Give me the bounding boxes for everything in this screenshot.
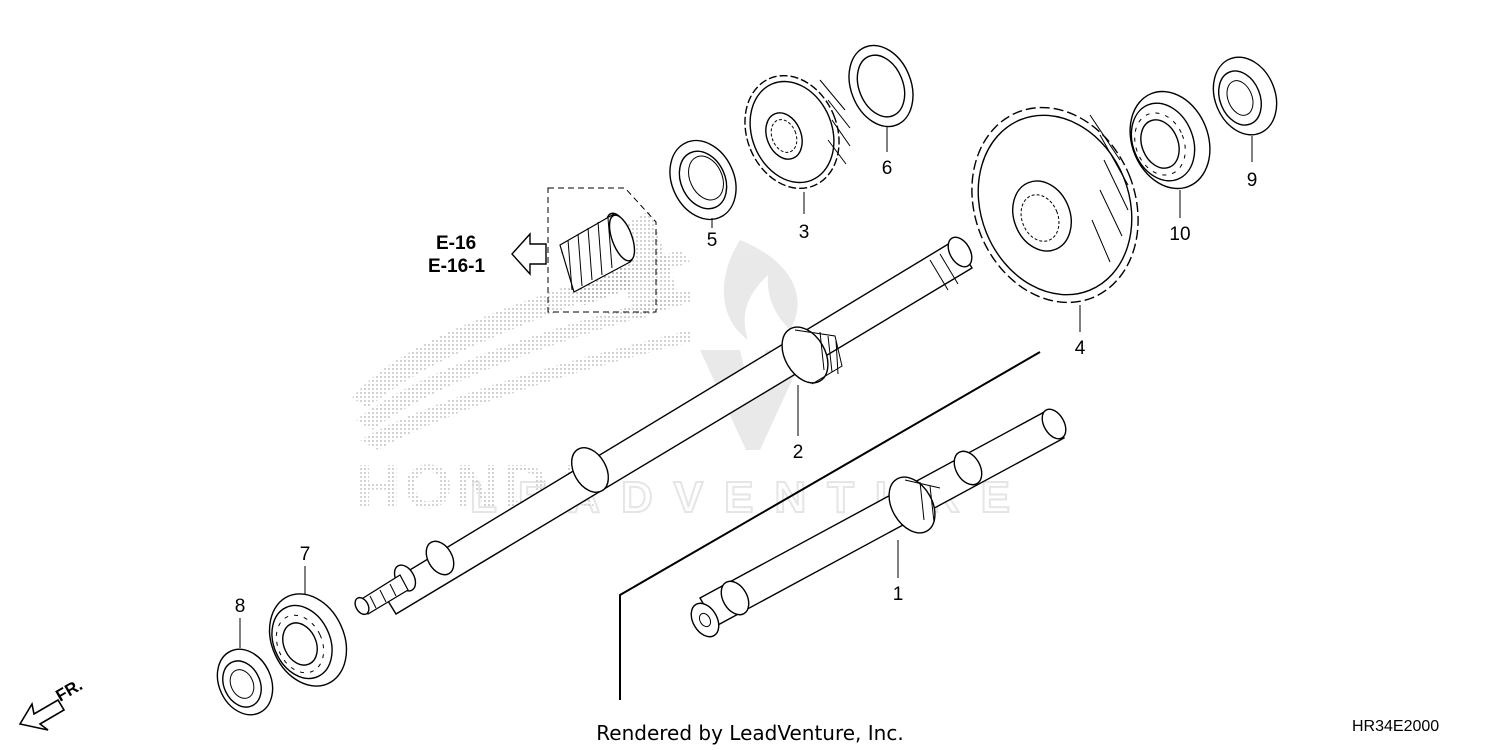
part-7-bearing (268, 593, 348, 687)
reference-label-2[interactable]: E-16-1 (428, 256, 485, 277)
part-6-washer (848, 44, 914, 128)
part-2-shaft (354, 236, 973, 616)
callout-6[interactable]: 6 (882, 158, 893, 179)
callout-3[interactable]: 3 (799, 222, 810, 243)
callout-5[interactable]: 5 (707, 230, 718, 251)
part-9-seal (1212, 56, 1278, 136)
callout-1[interactable]: 1 (893, 584, 904, 605)
callout-7[interactable]: 7 (300, 544, 311, 565)
part-5-seal (669, 139, 737, 221)
part-8-seal (216, 648, 274, 716)
callout-4[interactable]: 4 (1075, 338, 1086, 359)
callout-2[interactable]: 2 (793, 442, 804, 463)
part-10-bearing (1129, 90, 1211, 190)
option-bracket-line (619, 351, 1041, 700)
callout-10[interactable]: 10 (1169, 224, 1190, 245)
reference-arrow-icon (511, 232, 547, 276)
part-3-gear (744, 74, 851, 190)
front-direction-arrow-icon (18, 698, 66, 731)
reference-shaft-detail (511, 187, 657, 313)
callout-9[interactable]: 9 (1247, 170, 1258, 191)
part-1-shaft (690, 408, 1067, 638)
callout-8[interactable]: 8 (235, 596, 246, 617)
diagram-code: HR34E2000 (1352, 718, 1439, 735)
footer-credit: Rendered by LeadVenture, Inc. (596, 721, 903, 745)
part-4-gear (971, 106, 1139, 304)
reference-label-1[interactable]: E-16 (436, 233, 476, 254)
